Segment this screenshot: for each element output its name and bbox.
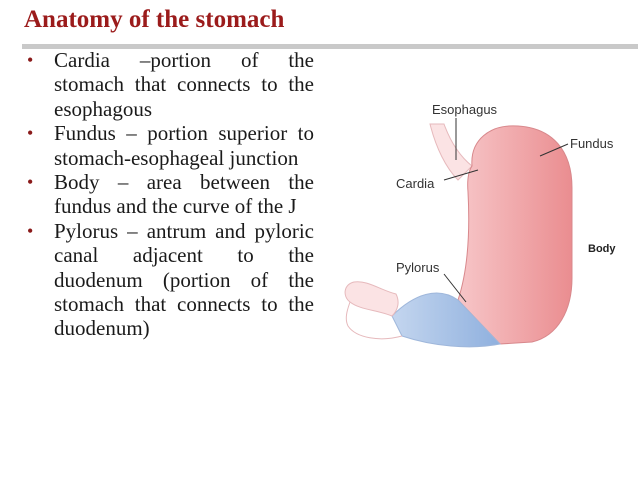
label-cardia: Cardia <box>396 176 435 191</box>
bullet-text: Fundus – portion superior to stomach-eso… <box>54 121 314 170</box>
bullet-dot-icon: • <box>27 172 34 193</box>
bullet-dot-icon: • <box>27 123 34 144</box>
bullet-list: • Cardia –portion of the stomach that co… <box>24 48 314 341</box>
duodenum-outline <box>345 301 403 340</box>
pylorus-shape <box>391 292 501 348</box>
bullet-body: • Body – area between the fundus and the… <box>24 170 314 219</box>
stomach-body-shape <box>457 125 573 345</box>
bullet-pylorus: • Pylorus – antrum and pyloric canal adj… <box>24 219 314 341</box>
cardia-leader <box>443 169 479 181</box>
label-pylorus: Pylorus <box>396 260 440 275</box>
bullet-text: Cardia –portion of the stomach that conn… <box>54 48 314 121</box>
bullet-text: Pylorus – antrum and pyloric canal adjac… <box>54 218 314 341</box>
fundus-leader <box>539 143 569 157</box>
bullet-cardia: • Cardia –portion of the stomach that co… <box>24 48 314 121</box>
bullet-text: Body – area between the fundus and the c… <box>54 170 314 219</box>
esophagus-shape <box>429 123 473 181</box>
bullet-dot-icon: • <box>27 220 34 241</box>
title-divider <box>22 44 638 49</box>
label-body: Body <box>588 243 616 255</box>
label-esophagus: Esophagus <box>432 102 498 117</box>
bullet-fundus: • Fundus – portion superior to stomach-e… <box>24 121 314 170</box>
stomach-diagram: Esophagus Fundus Cardia Body Pylorus <box>344 102 616 348</box>
duodenum-shape <box>344 281 399 317</box>
slide-title: Anatomy of the stomach <box>24 6 285 33</box>
bullet-dot-icon: • <box>27 50 34 70</box>
label-fundus: Fundus <box>570 136 614 151</box>
pylorus-leader <box>443 273 467 303</box>
